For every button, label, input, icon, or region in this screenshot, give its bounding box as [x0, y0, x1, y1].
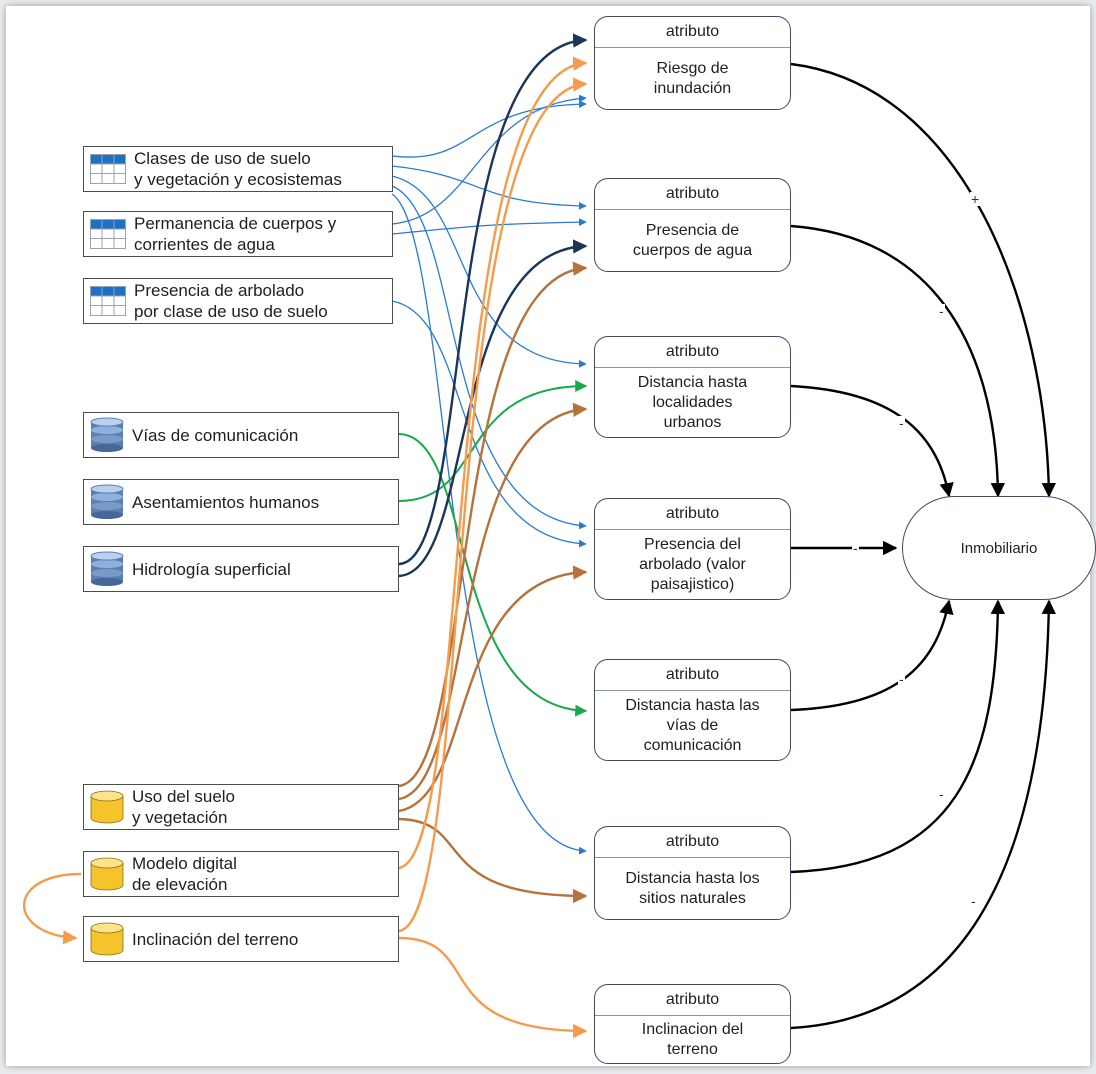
diagram-canvas: + - - - - - - Clases de uso de suelo y v…	[6, 6, 1096, 1066]
raster-layer-icon	[90, 790, 124, 824]
sign-inclinacion: -	[970, 893, 977, 909]
source-modelo-digital-elevacion[interactable]: Modelo digital de elevación	[83, 851, 399, 897]
link-sitios-to-inmobiliario	[790, 599, 1006, 874]
attribute-distancia-localidades[interactable]: atributo Distancia hasta localidades urb…	[594, 336, 791, 438]
link-usosuelo-to-sitios	[398, 817, 588, 904]
orange-links	[23, 56, 588, 1039]
source-hidrologia-superficial[interactable]: Hidrología superficial	[83, 546, 399, 592]
link-uso-to-presencia-agua	[391, 165, 587, 210]
link-inclinacion-to-attr	[398, 936, 588, 1039]
link-perm-to-presencia-agua	[391, 218, 587, 235]
attribute-label: Riesgo de inundación	[653, 59, 732, 97]
attribute-header: atributo	[595, 499, 790, 530]
attribute-label: Presencia de cuerpos de agua	[632, 221, 753, 259]
source-uso-suelo-vegetacion-ecosistemas[interactable]: Clases de uso de suelo y vegetación y ec…	[83, 146, 393, 192]
attribute-label: Distancia hasta localidades urbanos	[637, 373, 748, 431]
attribute-header: atributo	[595, 660, 790, 691]
attribute-label: Inclinacion del terreno	[641, 1020, 744, 1058]
raster-layer-icon	[90, 922, 124, 956]
attribute-header: atributo	[595, 179, 790, 210]
link-usosuelo-to-presencia-agua	[398, 261, 588, 788]
source-label: Permanencia de cuerpos y corrientes de a…	[134, 214, 337, 254]
sign-presencia-agua: -	[938, 303, 945, 319]
source-label: Vías de comunicación	[132, 425, 299, 445]
table-links	[391, 94, 587, 855]
database-icon	[90, 551, 124, 586]
attribute-presencia-arbolado[interactable]: atributo Presencia del arbolado (valor p…	[594, 498, 791, 600]
link-vias-to-inmobiliario	[790, 599, 954, 712]
source-label: Asentamientos humanos	[132, 492, 320, 512]
link-mde-to-riesgo	[398, 56, 588, 870]
sign-sitios: -	[938, 786, 945, 802]
attribute-riesgo-inundacion[interactable]: atributo Riesgo de inundación	[594, 16, 791, 110]
link-riesgo-to-inmobiliario	[790, 62, 1056, 498]
source-label: Uso del suelo y vegetación	[132, 787, 236, 827]
attribute-header: atributo	[595, 985, 790, 1016]
sign-arbolado: -	[852, 540, 859, 556]
link-asentamientos-to-localidades	[398, 380, 588, 502]
attribute-distancia-sitios[interactable]: atributo Distancia hasta los sitios natu…	[594, 826, 791, 920]
navy-links	[398, 33, 588, 578]
link-uso-to-sitios	[391, 193, 587, 855]
sign-riesgo: +	[970, 191, 981, 207]
link-presencia-agua-to-inmobiliario	[790, 224, 1006, 498]
link-vias-to-distancia-vias	[398, 433, 588, 717]
attribute-distancia-vias[interactable]: atributo Distancia hasta las vías de com…	[594, 659, 791, 761]
database-icon	[90, 484, 124, 519]
source-presencia-arbolado-clase[interactable]: Presencia de arbolado por clase de uso d…	[83, 278, 393, 324]
attribute-presencia-cuerpos-agua[interactable]: atributo Presencia de cuerpos de agua	[594, 178, 791, 272]
source-label: Hidrología superficial	[132, 559, 291, 579]
sign-vias: -	[898, 671, 905, 687]
attribute-label: Presencia del arbolado (valor paisajisti…	[639, 535, 746, 593]
source-label: Inclinación del terreno	[132, 929, 299, 949]
target-inmobiliario[interactable]: Inmobiliario	[902, 496, 1096, 600]
brown-links	[398, 261, 588, 904]
raster-layer-icon	[90, 857, 124, 891]
link-hidrologia-to-presencia-agua	[398, 239, 588, 578]
link-hidrologia-to-riesgo	[398, 33, 588, 566]
source-inclinacion-terreno[interactable]: Inclinación del terreno	[83, 916, 399, 962]
source-label: Modelo digital de elevación	[132, 854, 237, 894]
attribute-label: Distancia hasta los sitios naturales	[625, 869, 760, 907]
link-uso-to-arbolado	[391, 185, 587, 530]
source-permanencia-cuerpos-agua[interactable]: Permanencia de cuerpos y corrientes de a…	[83, 211, 393, 257]
link-usosuelo-to-localidades	[398, 402, 588, 801]
link-inclinacion-to-riesgo	[398, 77, 588, 933]
attribute-header: atributo	[595, 337, 790, 368]
table-icon	[90, 219, 126, 249]
link-mde-to-inclinacion	[23, 872, 82, 945]
attribute-header: atributo	[595, 17, 790, 48]
source-asentamientos-humanos[interactable]: Asentamientos humanos	[83, 479, 399, 525]
attribute-label: Distancia hasta las vías de comunicación	[625, 696, 760, 754]
link-inclinacion-attr-to-inmobiliario	[790, 599, 1056, 1030]
link-usosuelo-to-arbolado	[398, 565, 588, 813]
source-label: Clases de uso de suelo y vegetación y ec…	[134, 149, 342, 189]
source-vias-comunicacion[interactable]: Vías de comunicación	[83, 412, 399, 458]
source-label: Presencia de arbolado por clase de uso d…	[134, 281, 328, 321]
table-icon	[90, 154, 126, 184]
attribute-header: atributo	[595, 827, 790, 858]
table-icon	[90, 286, 126, 316]
green-links	[398, 380, 588, 717]
attribute-inclinacion-terreno[interactable]: atributo Inclinacion del terreno	[594, 984, 791, 1064]
link-localidades-to-inmobiliario	[790, 384, 954, 498]
database-icon	[90, 417, 124, 452]
source-uso-suelo-vegetacion[interactable]: Uso del suelo y vegetación	[83, 784, 399, 830]
sign-localidades: -	[898, 415, 905, 431]
